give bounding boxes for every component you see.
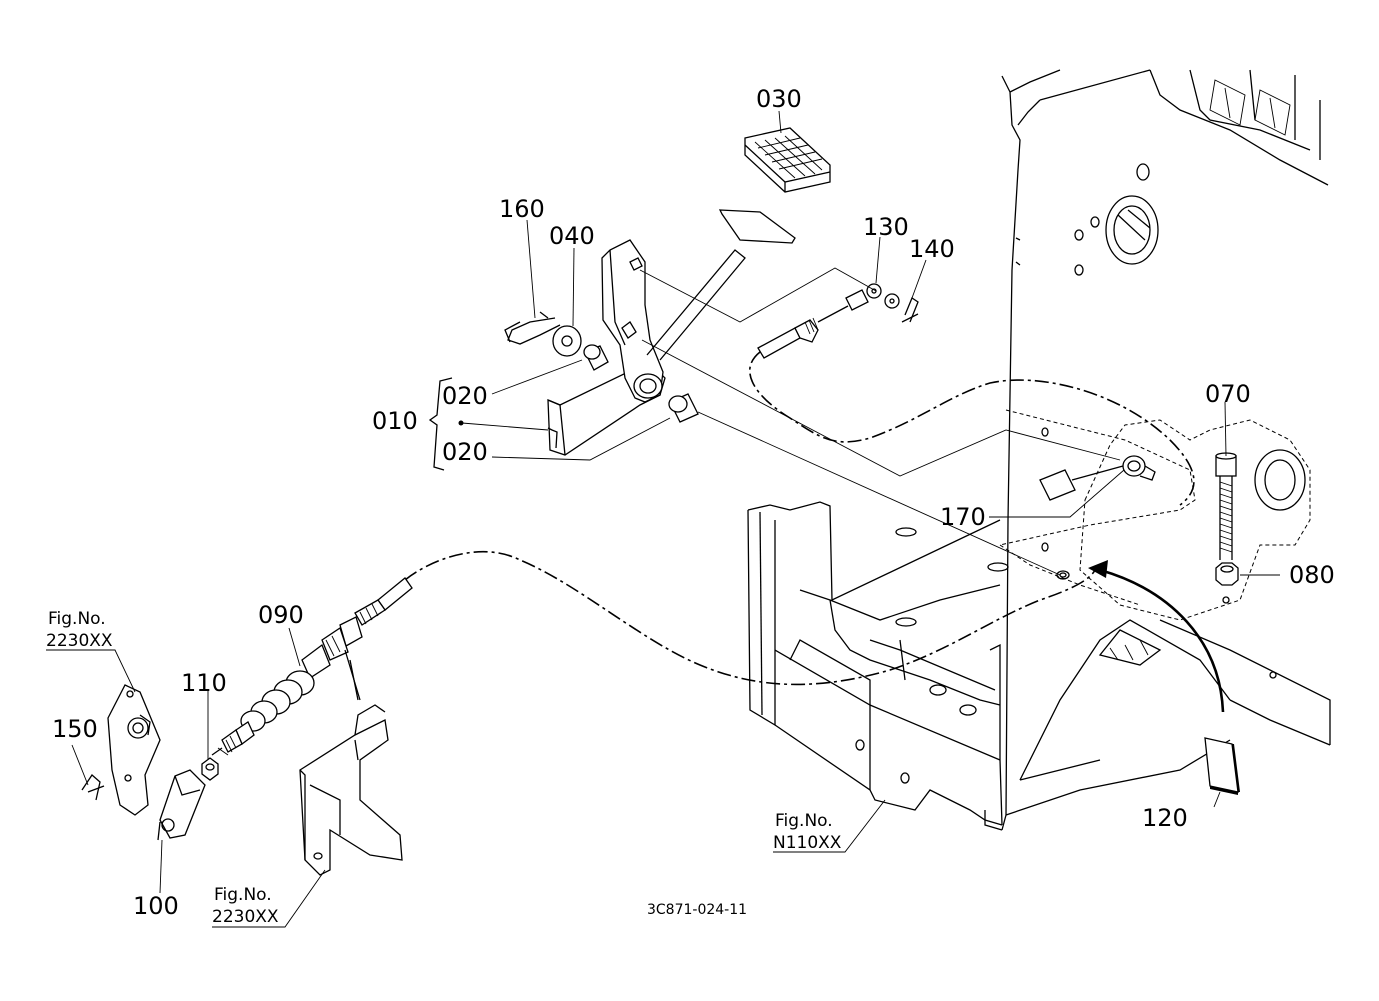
fig-ref-2-caption: Fig.No. [214,885,272,905]
washer-130 [884,293,900,309]
label-090: 090 [258,601,304,629]
washer-040 [552,325,582,357]
clip-160 [504,311,561,345]
clip-140 [901,297,919,323]
assembly-line-2 [641,339,1121,477]
label-080: 080 [1289,561,1335,589]
bolt-070 [1215,452,1237,560]
cable-mount-plate [999,409,1196,606]
nut-080 [1215,562,1239,586]
drawing-code: 3C871-024-11 [647,902,747,918]
fig-ref-2-number: 2230XX [212,907,279,927]
label-030: 030 [756,85,802,113]
label-010: 010 [372,407,418,435]
fig-ref-1-caption: Fig.No. [48,609,106,629]
label-160: 160 [499,195,545,223]
bracket-plate [1079,419,1311,621]
tractor-frame [1001,69,1331,831]
label-070: 070 [1205,380,1251,408]
pedal-pad-030 [744,127,831,193]
fig-ref-3-number: N110XX [773,833,842,853]
fig-ref-3-caption: Fig.No. [775,811,833,831]
arrow-head-120 [1088,560,1108,578]
front-frame [747,501,1009,831]
label-100: 100 [133,892,179,920]
cable-upper [748,351,1195,506]
assembly-line-1 [639,267,877,323]
bracket-010 [428,377,453,471]
label-140: 140 [909,235,955,263]
label-020-bottom: 020 [442,438,488,466]
fig-ref-1-number: 2230XX [46,631,113,651]
nut-110 [201,757,219,781]
clevis-100 [157,769,206,841]
lower-bracket [299,704,403,876]
bushing-020-top [583,344,609,371]
left-mount-plate [107,684,161,816]
cable-lower [404,551,1096,686]
arrow-120 [1099,568,1225,713]
label-130: 130 [863,213,909,241]
leader-dot-010 [458,420,464,426]
label-170: 170 [940,503,986,531]
pedal-lever [646,209,796,361]
cable-end-090 [211,577,413,756]
label-sticker-120 [1204,737,1240,795]
fitting-170 [1071,455,1156,481]
bushing-020-bottom [668,393,699,423]
label-110: 110 [181,669,227,697]
assembly-line-3 [697,411,1061,576]
label-020-top: 020 [442,382,488,410]
leader-lines [46,110,1280,928]
label-120: 120 [1142,804,1188,832]
label-040: 040 [549,222,595,250]
label-150: 150 [52,715,98,743]
upper-cable-end [757,283,882,359]
pedal-arm-010 [547,239,666,456]
